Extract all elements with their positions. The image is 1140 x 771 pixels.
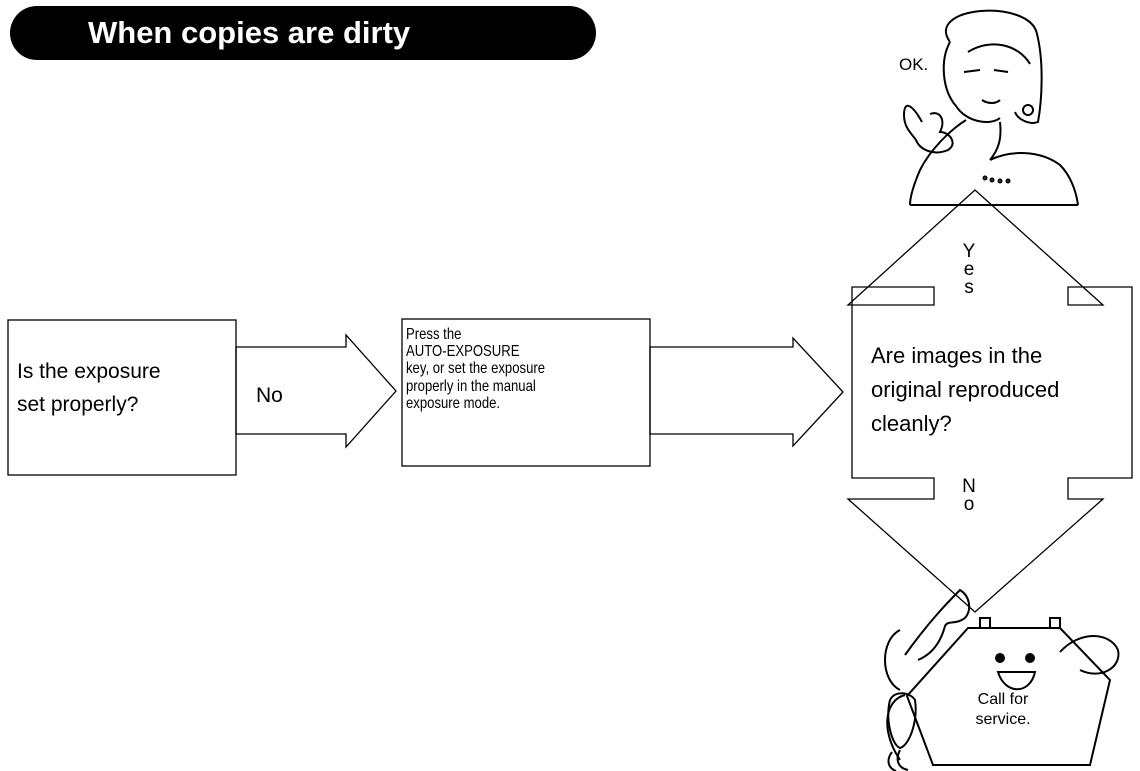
title-bar: When copies are dirty — [10, 6, 596, 60]
question-images-line: Are images in the — [871, 343, 1043, 368]
call-line: Call for — [977, 691, 1029, 708]
branch-yes-label: Y e s — [959, 241, 979, 298]
branch-yes-letter: s — [964, 277, 974, 298]
action-line: AUTO-EXPOSURE — [406, 343, 520, 361]
question-images-line: original reproduced — [871, 377, 1060, 402]
question-exposure-line: set properly? — [17, 393, 139, 416]
question-images-line: cleanly? — [871, 411, 952, 436]
branch-no-label-2: N o — [959, 476, 979, 515]
telephone-service-icon — [884, 588, 1120, 771]
question-exposure-line: Is the exposure — [17, 360, 161, 383]
arrow-no-1 — [235, 333, 397, 449]
ok-speech: OK. — [899, 55, 929, 74]
call-line: service. — [975, 711, 1031, 728]
branch-no-label: No — [256, 384, 283, 407]
arrow-to-question-2 — [649, 336, 844, 448]
action-line: properly in the manual — [406, 377, 536, 395]
question-images-text: Are images in the original reproduced cl… — [871, 339, 1059, 441]
action-line: Press the — [406, 326, 462, 343]
branch-yes-letter: e — [963, 259, 975, 280]
action-line: exposure mode. — [406, 394, 501, 412]
branch-no-letter: N — [962, 476, 976, 497]
woman-ok-icon — [902, 9, 1079, 206]
branch-no-letter: o — [963, 494, 975, 515]
question-exposure-text: Is the exposure set properly? — [17, 355, 161, 421]
page-title: When copies are dirty — [88, 15, 411, 50]
decision-shape — [846, 189, 1133, 613]
action-text: Press the AUTO-EXPOSURE key, or set the … — [406, 326, 545, 412]
branch-yes-letter: Y — [962, 241, 976, 262]
action-line: key, or set the exposure — [406, 360, 546, 378]
call-for-service-text: Call for service. — [960, 690, 1046, 730]
